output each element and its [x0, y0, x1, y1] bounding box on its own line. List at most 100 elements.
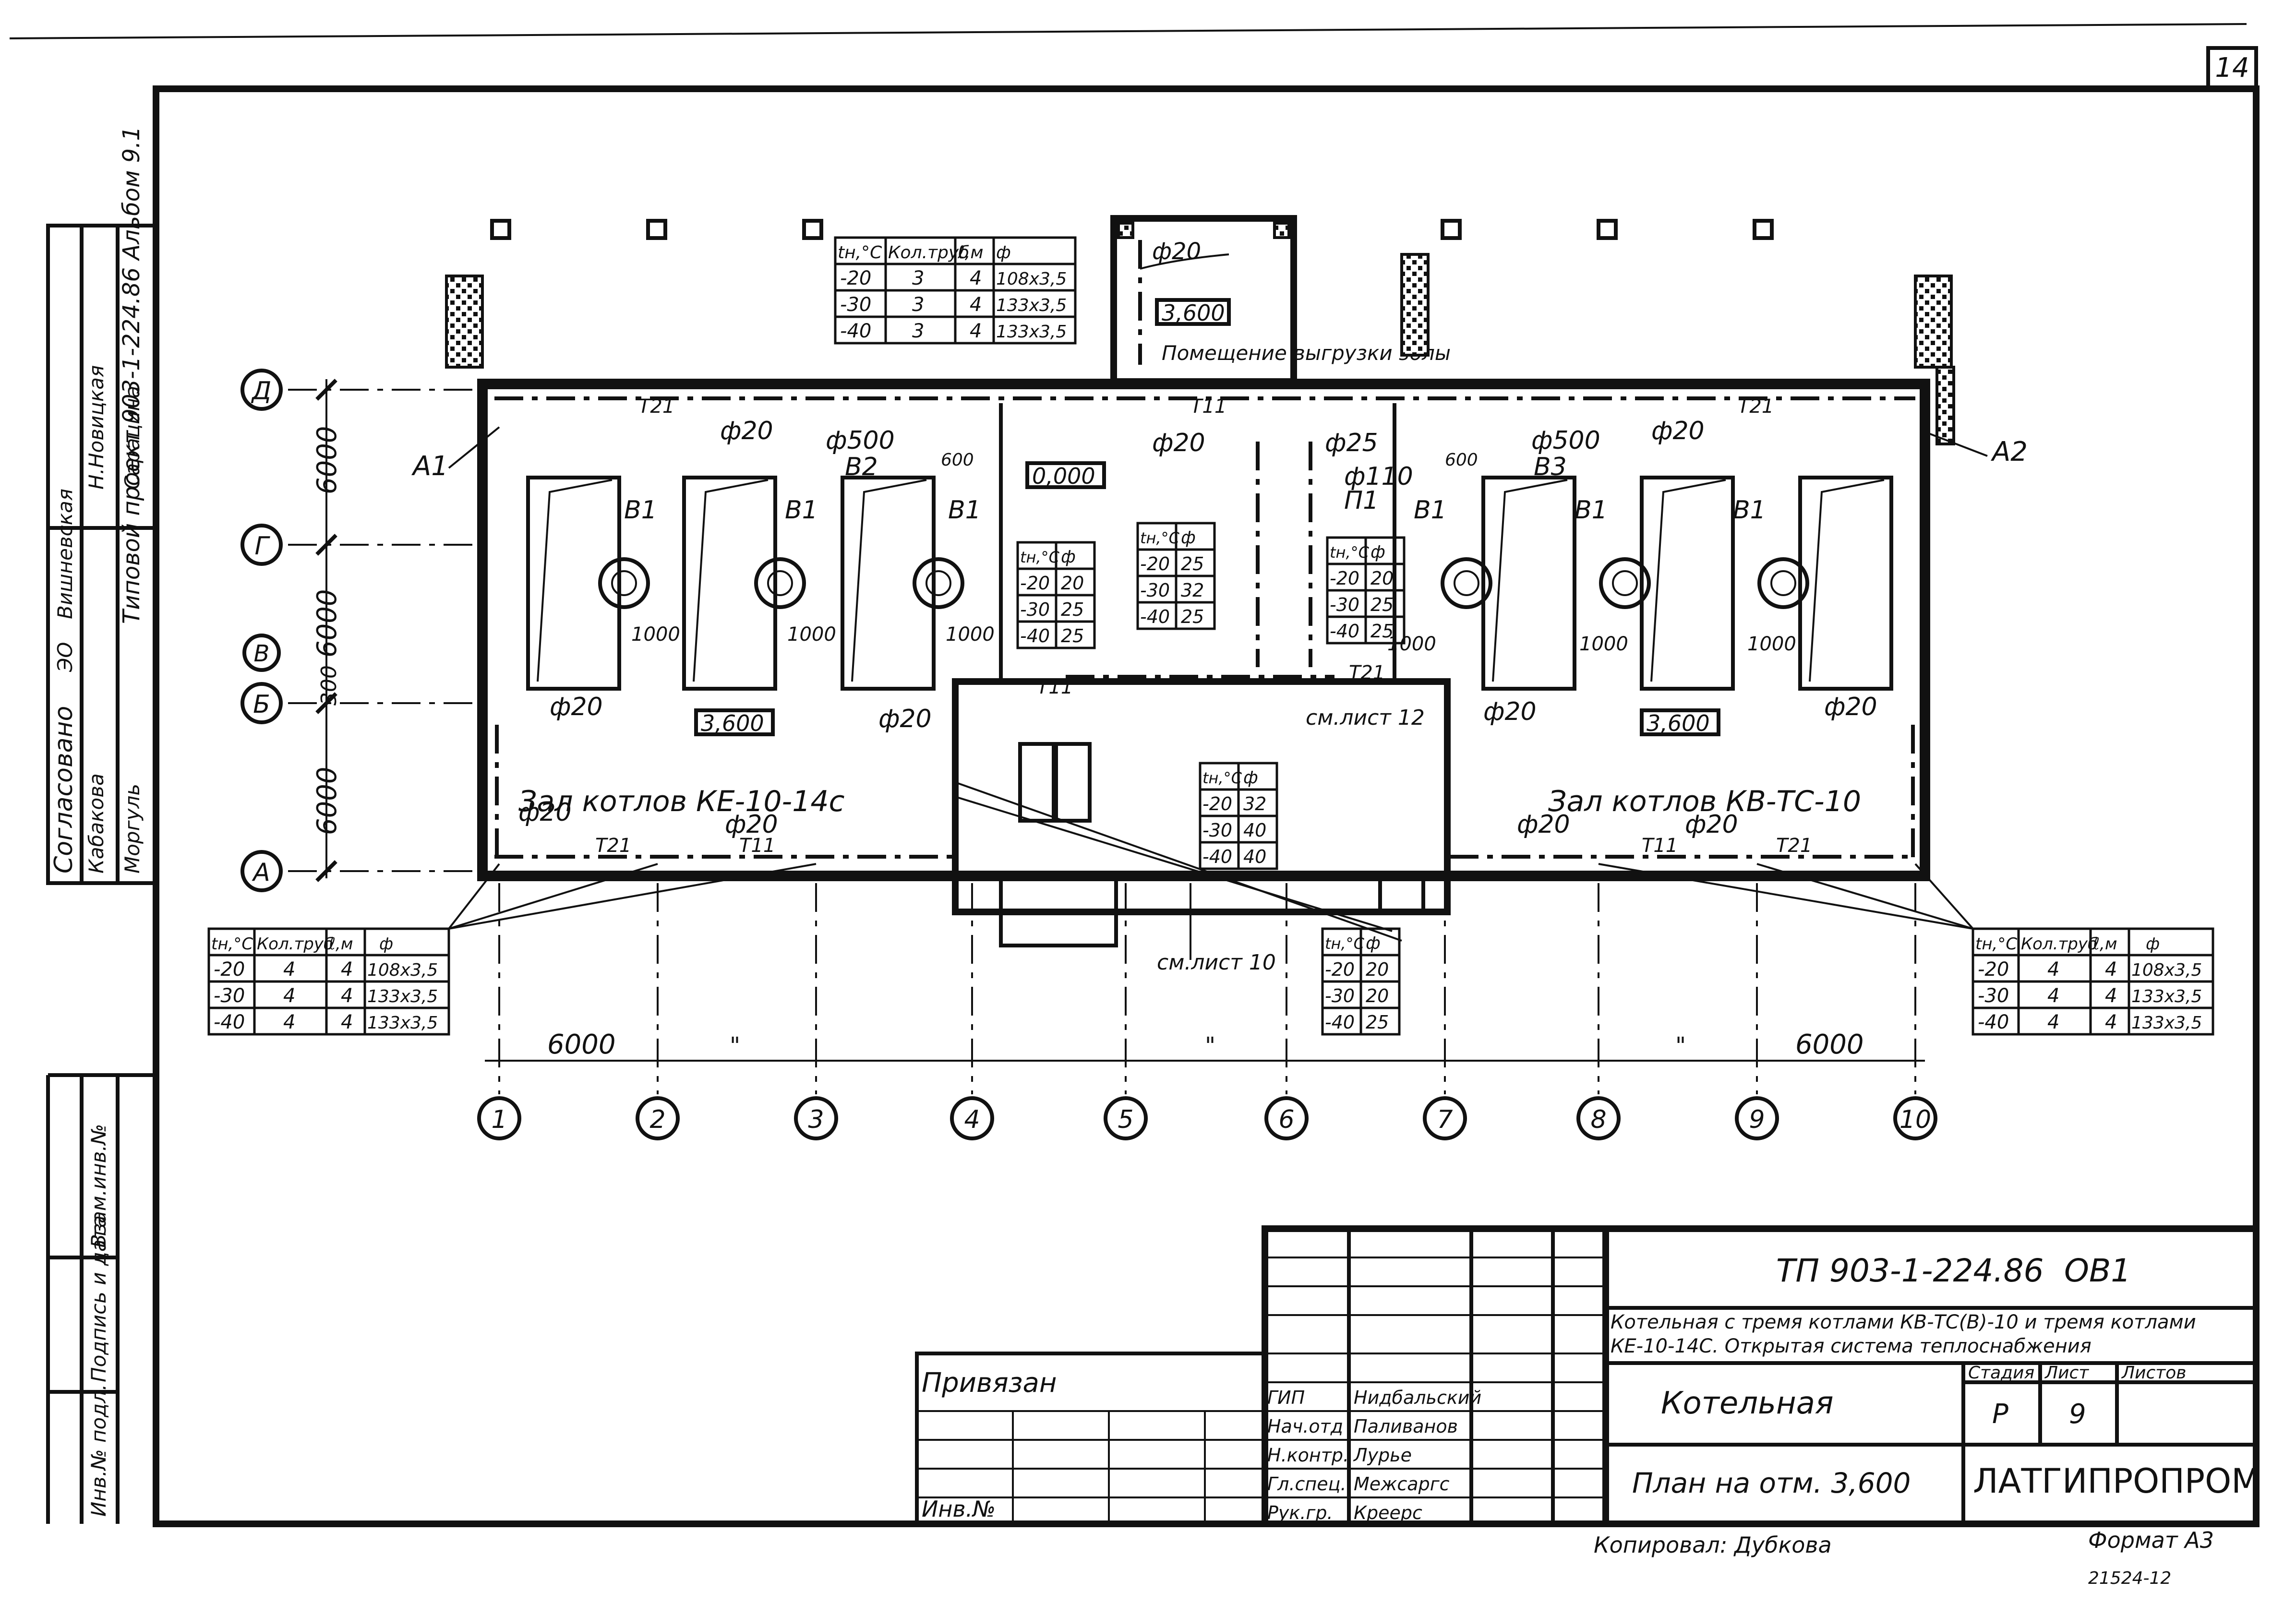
pipe-left-cell: 4 [341, 985, 353, 1007]
st1-cell: 25 [1061, 599, 1084, 620]
st5-h0: tн,°С [1325, 934, 1365, 953]
pipe-left-cell: 133х3,5 [367, 987, 438, 1006]
st2-cell: 32 [1181, 580, 1204, 601]
small-table-1: tн,°С ф -20 20 -30 25 -40 25 [1016, 541, 1096, 649]
st4-cell: 32 [1243, 793, 1266, 814]
staff-name: Нидбальский [1354, 1387, 1481, 1408]
axis-letter-bubbles: Д Г В Б А [240, 369, 283, 892]
dim-left-1: 6000 [312, 426, 343, 494]
axis-letter-d: Д [251, 377, 272, 406]
st4-h0: tн,°С [1202, 769, 1242, 787]
label-b2: В2 [845, 453, 878, 481]
st3-h0: tн,°С [1330, 543, 1370, 562]
st3-h1: ф [1370, 542, 1385, 562]
axis-number-10: 10 [1899, 1105, 1931, 1134]
st2-cell: -40 [1140, 606, 1170, 627]
st2-cell: -30 [1140, 580, 1170, 601]
label-600: 600 [1445, 450, 1478, 470]
label-b1: В1 [1414, 496, 1447, 525]
pipe-runs: Т21 Т21 Т11 Т21 Т11 Т11 Т21 Т11 Т21 ф20 … [411, 395, 2028, 859]
pipe-top-cell: 108х3,5 [996, 269, 1067, 289]
label-a2: А2 [1991, 436, 2028, 467]
pipe-right-cell: -20 [1978, 958, 2009, 981]
st3-cell: -40 [1330, 621, 1359, 642]
st3-cell: 20 [1370, 568, 1394, 589]
pipe-table-left: tн,°С Кол.труб ℓ,м ф -20 4 4 108х3,5 -30… [207, 863, 817, 1036]
st3-cell: -30 [1330, 594, 1359, 615]
axis-number-8: 8 [1590, 1105, 1606, 1134]
label-t11: Т11 [1190, 395, 1226, 418]
pipe-left-cell: 108х3,5 [367, 960, 438, 980]
pipe-right-cell: 133х3,5 [2131, 1013, 2202, 1033]
label-a1: А1 [411, 451, 448, 482]
album-note: Типовой проект 903-1-224.86 Альбом 9.1 [118, 126, 145, 624]
dim-bottom-repeat: " [730, 1032, 740, 1059]
inv-label-3: Взам.инв.№ [87, 1124, 110, 1248]
st5-cell: -30 [1325, 985, 1355, 1006]
pipe-top-h2: ℓ,м [957, 243, 983, 263]
label-d20: ф20 [1685, 810, 1738, 839]
st5-cell: -40 [1325, 1012, 1355, 1033]
side-stamp-row-5-code: ЭО [53, 642, 77, 672]
axis-number-9: 9 [1749, 1105, 1765, 1134]
pipe-top-cell: -20 [840, 267, 871, 289]
pipe-left-cell: -30 [214, 985, 245, 1007]
pipe-top-cell: -30 [840, 294, 871, 316]
pipe-top-cell: 133х3,5 [996, 322, 1067, 342]
st4-cell: -40 [1202, 846, 1232, 867]
staff-role: Рук.гр. [1267, 1502, 1333, 1523]
center-zone: 0,000 П1 ф110 ф25 см.лист 12 см.лист 10 [955, 429, 1425, 975]
pipe-table-right: tн,°С Кол.труб ℓ,м ф -20 4 4 108х3,5 -30… [1598, 863, 2214, 1036]
drawing-mark: ОВ1 [2064, 1252, 2131, 1289]
st3-cell: -20 [1330, 568, 1359, 589]
pipe-right-h2: ℓ,м [2092, 934, 2117, 954]
pipe-top-cell: -40 [840, 320, 871, 342]
dim-left-3: 300 [317, 665, 341, 706]
small-table-5: tн,°С ф -20 20 -30 20 -40 25 [1321, 927, 1401, 1036]
sheet-frame: 14 [9, 23, 2260, 1527]
label-t21: Т21 [1776, 835, 1812, 857]
pipe-table-top: tн,°С Кол.труб ℓ,м ф -20 3 4 108х3,5 -30… [834, 236, 1077, 345]
axis-number-3: 3 [808, 1105, 824, 1134]
pipe-right-cell: -40 [1978, 1011, 2009, 1033]
label-t11: Т11 [1642, 835, 1678, 857]
pipe-right-cell: 108х3,5 [2131, 960, 2202, 980]
hall-right-label: Зал котлов КВ-ТС-10 [1548, 785, 1861, 818]
pipe-right-cell: 4 [2047, 985, 2059, 1007]
label-1000: 1000 [631, 623, 680, 646]
st4-cell: 40 [1243, 846, 1266, 867]
staff-role: Н.контр. [1267, 1445, 1349, 1466]
label-t21: Т21 [638, 395, 674, 418]
axis-number-bubbles: 1 2 3 4 5 6 7 8 9 10 [477, 1096, 1937, 1140]
pipe-top-cell: 4 [970, 294, 982, 316]
pipe-right-h1: Кол.труб [2021, 934, 2098, 954]
st1-h1: ф [1061, 547, 1076, 567]
sheet-header: Лист [2044, 1363, 2089, 1383]
st3-cell: 25 [1370, 594, 1394, 615]
boilers-left: В1 В1 В2 В1 1000 1000 1000 3,600 Зал кот… [518, 453, 995, 818]
label-t21: Т21 [595, 835, 631, 857]
staff-role: Инж. [1267, 1517, 1269, 1518]
st4-cell: -30 [1202, 820, 1232, 841]
pipe-top-cell: 3 [912, 294, 924, 316]
label-d500: ф500 [826, 426, 895, 455]
label-d20: ф20 [878, 705, 932, 733]
label-d20: ф20 [720, 417, 773, 445]
pipe-left-cell: -40 [214, 1011, 245, 1033]
dim-bottom-repeat: " [1205, 1032, 1215, 1059]
side-stamp-row-1: Н.Новицкая [84, 365, 108, 490]
label-t21: Т21 [1738, 395, 1774, 418]
pipe-right-cell: -30 [1978, 985, 2009, 1007]
organization: ЛАТГИПРОПРОМ [1973, 1461, 2260, 1501]
staff-name: Креерс [1354, 1502, 1422, 1523]
pipe-left-cell: 4 [283, 1011, 295, 1033]
label-b3: В3 [1534, 453, 1567, 481]
axis-letter-b: Б [253, 690, 270, 719]
pipe-right-h0: tн,°С [1975, 934, 2017, 954]
pipe-right-cell: 4 [2047, 1011, 2059, 1033]
label-d20: ф20 [1483, 697, 1537, 726]
copied-by: Копировал: Дубкова [1594, 1532, 1832, 1558]
axis-number-6: 6 [1278, 1105, 1294, 1134]
pipe-left-h3: ф [379, 934, 393, 954]
label-b1: В1 [624, 496, 657, 525]
